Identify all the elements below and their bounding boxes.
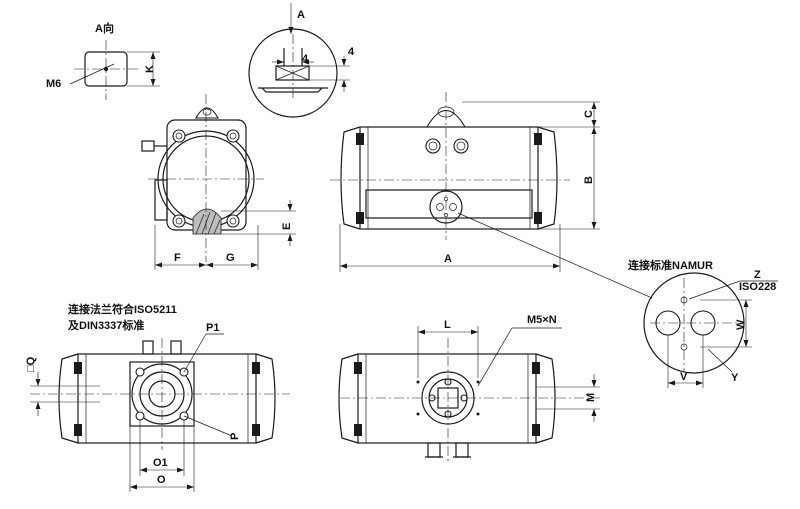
f-label: F <box>174 252 181 264</box>
w-label: W <box>735 319 747 330</box>
p1-label: P1 <box>206 322 219 334</box>
view-a-title: A向 <box>95 21 114 35</box>
flange-note-line1: 连接法兰符合ISO5211 <box>68 302 177 316</box>
e-label: E <box>281 223 293 230</box>
v-label: V <box>680 371 688 383</box>
o-label: O <box>157 474 166 486</box>
k-label: K <box>144 65 156 73</box>
m-label: M <box>585 393 597 402</box>
flange-note-line2: 及DIN3337标准 <box>68 318 144 332</box>
view-arrow-a-detail: A 4 4 <box>248 3 355 118</box>
a-label: A <box>444 253 452 265</box>
p-label: P <box>229 433 241 440</box>
y-label: Y <box>731 372 739 384</box>
view-a-detail: A向 M6 K <box>46 21 160 100</box>
c-label: C <box>583 110 595 118</box>
iso228-label: ISO228 <box>739 281 776 293</box>
namur-detail: 连接标准NAMUR Z ISO228 W V Y <box>628 258 778 388</box>
z-label: Z <box>754 269 761 281</box>
q-label: □Q <box>25 356 37 372</box>
four-label-1: 4 <box>302 53 309 65</box>
flange-view: 连接法兰符合ISO5211 及DIN3337标准 P1 P □Q <box>25 302 290 492</box>
front-view-top: C B A <box>330 92 653 299</box>
arrow-a-label: A <box>297 9 305 21</box>
m5n-label: M5×N <box>527 314 557 326</box>
o1-label: O1 <box>153 457 168 469</box>
b-label: B <box>583 176 595 184</box>
m6-label: M6 <box>46 78 61 90</box>
end-view: E F G <box>141 94 296 270</box>
bottom-view: L M5×N M <box>338 314 600 462</box>
four-label-2: 4 <box>348 46 355 58</box>
l-label: L <box>444 319 451 331</box>
g-label: G <box>226 252 235 264</box>
namur-title: 连接标准NAMUR <box>628 258 713 272</box>
